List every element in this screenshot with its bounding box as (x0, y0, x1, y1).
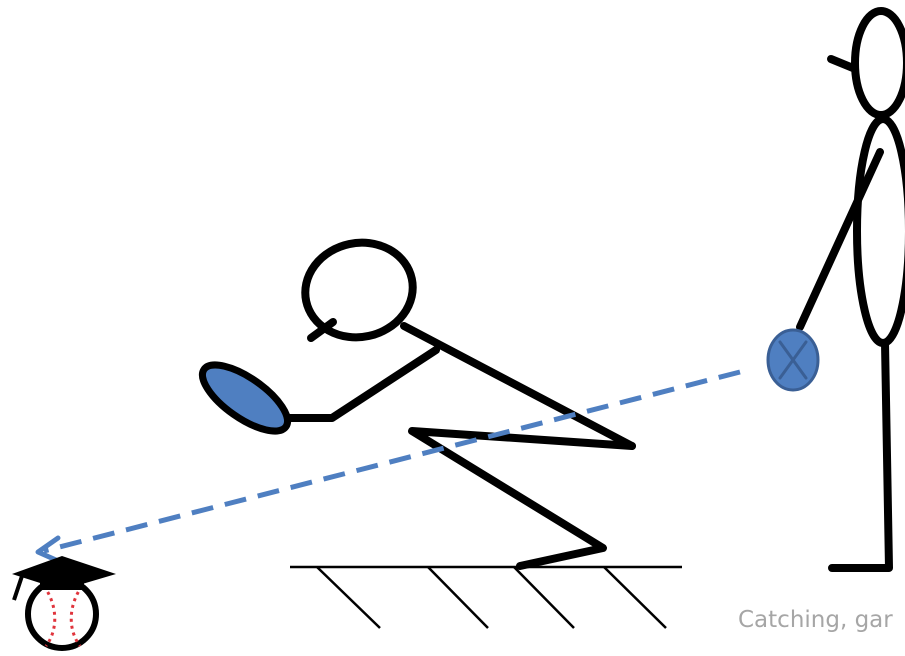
ball-trajectory (38, 372, 740, 560)
coach-arm (800, 152, 880, 327)
ground-hatch (514, 567, 574, 628)
catcher-figure (193, 233, 632, 566)
ground (290, 567, 682, 628)
baseball-icon (28, 580, 96, 648)
coach-cap-brim (831, 59, 853, 68)
graduation-cap-band (40, 574, 84, 590)
coach-head (855, 11, 905, 115)
catcher-arm (286, 350, 436, 418)
catcher-glove (193, 353, 298, 443)
catcher-torso-thigh (404, 326, 632, 446)
coach-figure (768, 11, 905, 568)
caption-text: Catching, gar (738, 606, 893, 634)
ground-hatch (317, 567, 380, 628)
baseball-graduation-cap-logo (12, 556, 116, 648)
catcher-legs (412, 431, 632, 566)
trajectory-dashed-line (44, 372, 740, 551)
ground-hatch (428, 567, 488, 628)
cap-tassel (14, 576, 22, 600)
ground-hatch (604, 567, 666, 628)
coach-leg (832, 343, 889, 568)
